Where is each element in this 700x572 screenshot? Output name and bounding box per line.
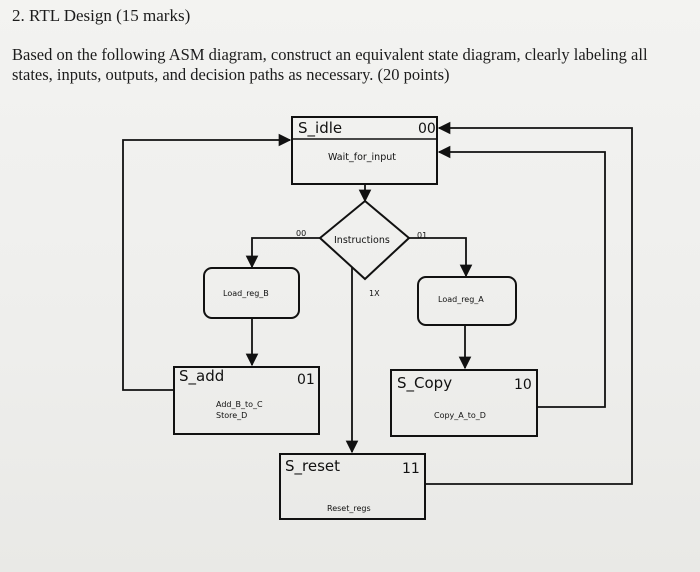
s-add-name: S_add xyxy=(179,367,224,386)
question-title: 2. RTL Design (15 marks) xyxy=(12,6,191,25)
load-reg-b-label: Load_reg_B xyxy=(223,289,269,298)
s-copy-code: 10 xyxy=(514,377,532,393)
decision-path-00: 00 xyxy=(296,229,306,238)
s-reset-code: 11 xyxy=(402,461,420,477)
s-idle-output: Wait_for_input xyxy=(328,152,396,163)
s-copy-output: Copy_A_to_D xyxy=(434,411,486,420)
instructions-decision xyxy=(318,199,411,281)
s-reset-box xyxy=(279,453,426,520)
decision-path-1x: 1X xyxy=(369,289,380,298)
path-01-arrow xyxy=(409,237,473,278)
s-add-box xyxy=(173,366,320,435)
load-reg-a-box xyxy=(417,276,517,326)
s-reset-name: S_reset xyxy=(285,457,340,476)
decision-label: Instructions xyxy=(334,235,390,246)
reset-return-arrow xyxy=(425,121,633,485)
s-reset-output: Reset_regs xyxy=(327,504,371,513)
decision-path-01: 01 xyxy=(417,231,427,240)
s-add-code: 01 xyxy=(297,372,315,388)
question-text: Based on the following ASM diagram, cons… xyxy=(12,45,648,84)
path-00-arrow xyxy=(245,237,320,269)
s-copy-name: S_Copy xyxy=(397,374,452,393)
s-add-output-2: Store_D xyxy=(216,411,247,420)
s-idle-code: 00 xyxy=(418,121,436,137)
add-return-arrow xyxy=(122,133,292,391)
s-idle-name: S_idle xyxy=(298,119,342,138)
load-reg-a-label: Load_reg_A xyxy=(438,295,484,304)
copy-return-arrow xyxy=(437,145,606,408)
s-copy-box xyxy=(390,369,538,437)
s-add-output-1: Add_B_to_C xyxy=(216,400,263,409)
